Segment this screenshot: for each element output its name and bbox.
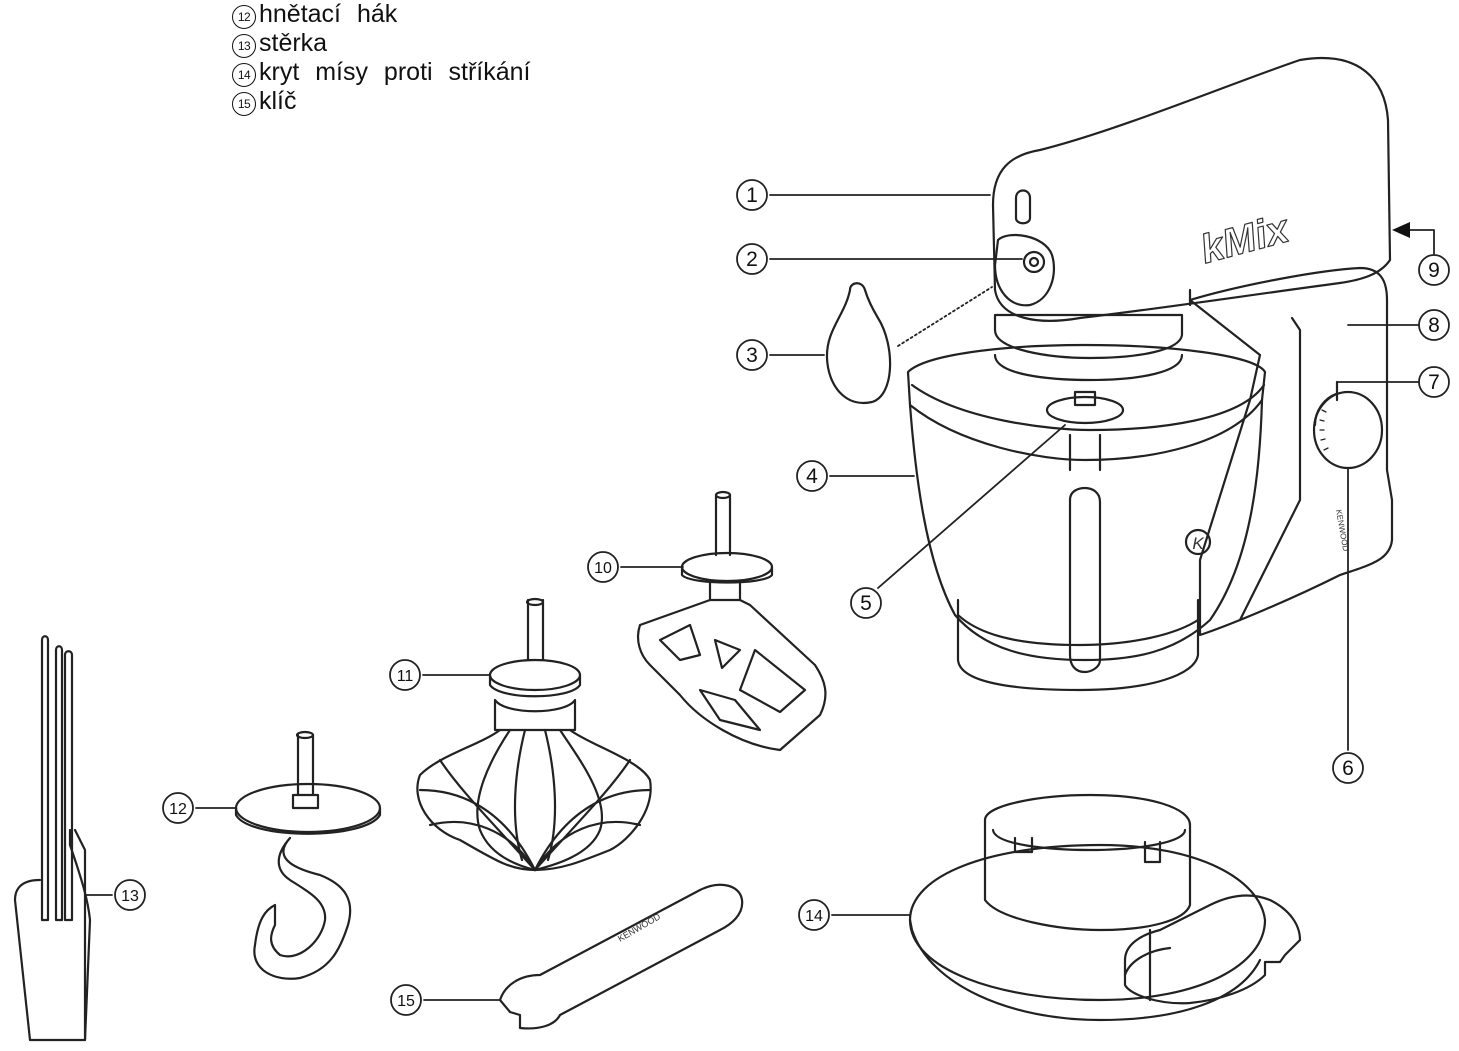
- svg-text:11: 11: [397, 668, 414, 685]
- legend-number: 12: [232, 5, 256, 29]
- legend-label: stěrka: [259, 29, 328, 57]
- callout-15: 15: [390, 984, 501, 1016]
- callout-5: 5: [850, 424, 1066, 619]
- svg-text:9: 9: [1428, 259, 1440, 282]
- callout-3: 3: [736, 339, 825, 371]
- bowl-handle: [1068, 486, 1102, 674]
- legend-label: kryt mísy proti stříkání: [259, 58, 531, 86]
- callout-1: 1: [736, 179, 991, 211]
- callout-6: 6: [1332, 467, 1364, 784]
- callout-12: 12: [162, 792, 237, 824]
- bowl-emblem-letter: K: [1192, 534, 1204, 553]
- callout-markers: 1 2 3 4 5 6 7: [84, 179, 1450, 1016]
- svg-text:2: 2: [746, 248, 758, 271]
- mixer-body: [1188, 266, 1394, 637]
- legend-number: 14: [232, 63, 256, 87]
- mixer-base: [956, 598, 1200, 692]
- outlet-socket: [993, 233, 1056, 307]
- dough-hook: [234, 730, 382, 980]
- svg-text:4: 4: [806, 465, 818, 488]
- outlet-cover: [825, 282, 892, 405]
- svg-text:3: 3: [746, 344, 758, 367]
- svg-text:14: 14: [805, 908, 823, 925]
- spanner: KENWOOD: [498, 883, 744, 1030]
- svg-text:8: 8: [1428, 314, 1440, 337]
- callout-2: 2: [736, 243, 1023, 275]
- svg-text:6: 6: [1342, 757, 1354, 780]
- callout-11: 11: [389, 659, 491, 691]
- svg-text:7: 7: [1428, 371, 1440, 394]
- legend-number: 13: [232, 34, 256, 58]
- spanner-brand-label: KENWOOD: [616, 911, 663, 944]
- svg-text:5: 5: [860, 592, 872, 615]
- legend-number: 15: [232, 92, 256, 116]
- mixer-head: [991, 57, 1392, 322]
- svg-text:15: 15: [397, 993, 415, 1010]
- outlet-cover-slot: [1014, 189, 1032, 225]
- svg-text:13: 13: [121, 888, 139, 905]
- svg-text:12: 12: [169, 801, 187, 818]
- bowl-emblem: [1184, 528, 1212, 556]
- balloon-whisk: [416, 597, 652, 872]
- callout-10: 10: [587, 551, 684, 583]
- mixer-body-seam: [1238, 316, 1302, 622]
- spatula: [13, 635, 92, 1042]
- callout-14: 14: [798, 899, 911, 931]
- callout-4: 4: [796, 460, 915, 492]
- kmix-logo: kMix: [1196, 206, 1295, 272]
- callout-9: 9: [1392, 222, 1450, 286]
- callout-7: 7: [1336, 366, 1450, 398]
- stand-mixer-illustration: K kMix KENWOOD: [906, 57, 1394, 692]
- legend-label: klíč: [259, 87, 297, 115]
- k-beater: [636, 490, 827, 752]
- legend-label: hnětací hák: [259, 0, 398, 28]
- svg-text:10: 10: [594, 560, 612, 577]
- pouring-shield: [908, 793, 1302, 1022]
- callout-13: 13: [84, 879, 146, 911]
- callout-8: 8: [1347, 309, 1450, 341]
- svg-text:1: 1: [746, 184, 758, 207]
- mixing-bowl: [906, 343, 1267, 662]
